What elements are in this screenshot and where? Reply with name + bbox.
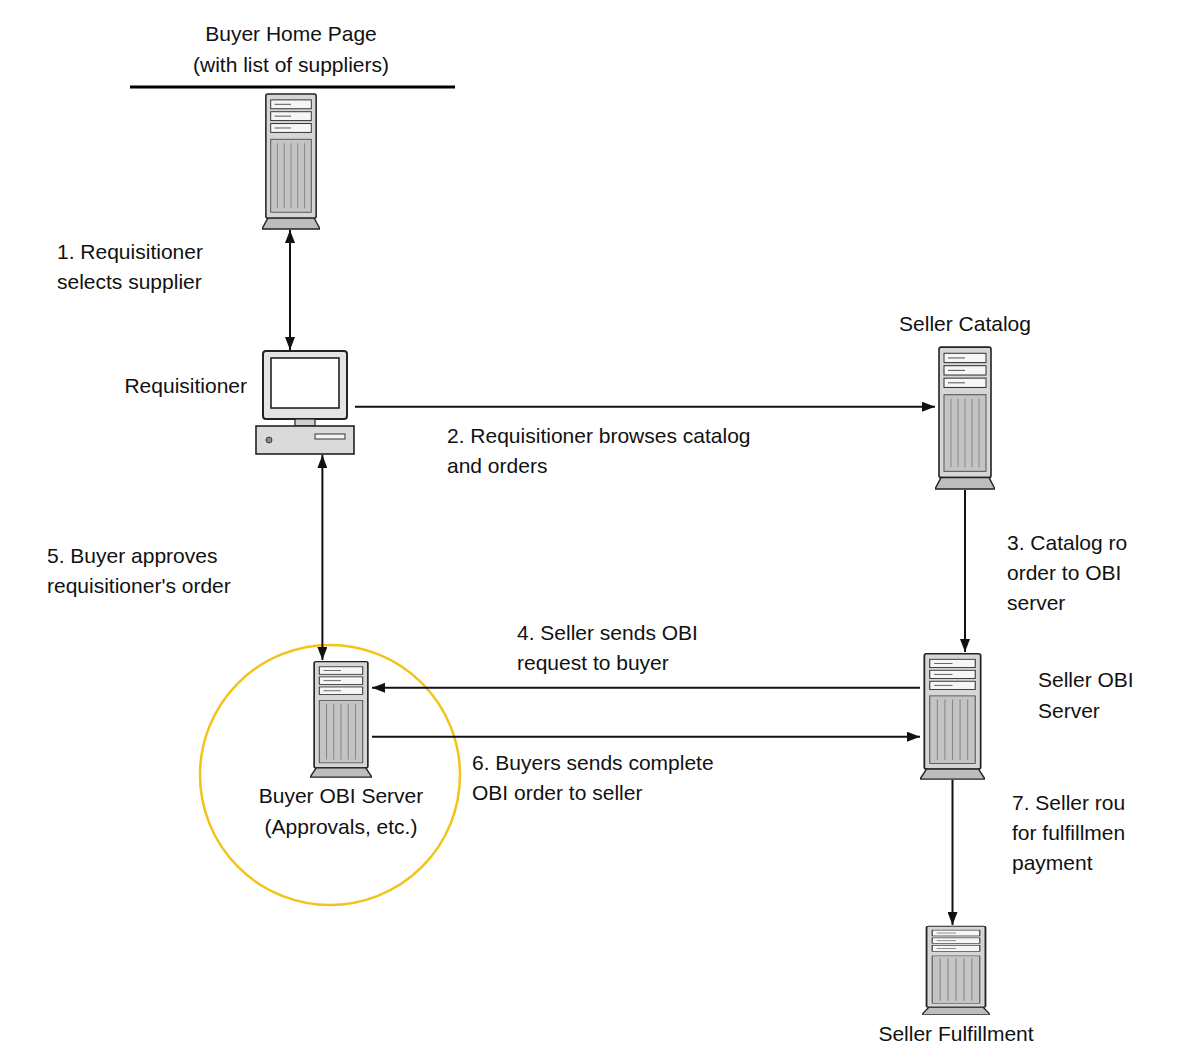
step-label: 7. Seller rou for fulfillmen payment <box>1010 788 1142 877</box>
server-node: Seller Fulfillment <box>922 925 990 1015</box>
server-icon <box>262 92 320 230</box>
server-node: Seller OBI Server <box>920 652 985 780</box>
connector-arrow <box>321 455 323 660</box>
connector-arrow <box>964 490 966 652</box>
connector-arrow <box>372 736 920 738</box>
computer-icon <box>255 350 355 455</box>
connector-arrow <box>952 780 954 925</box>
server-icon <box>922 925 990 1015</box>
connector-arrow <box>289 230 291 350</box>
node-label: Seller Catalog <box>899 308 1031 339</box>
step-label: 1. Requisitioner selects supplier <box>55 237 234 297</box>
node-label: Buyer OBI Server (Approvals, etc.) <box>254 780 429 842</box>
server-node: Buyer Home Page (with list of suppliers) <box>262 92 320 230</box>
connector-arrow <box>355 406 935 408</box>
node-label: Seller Fulfillment <box>878 1018 1033 1049</box>
server-icon <box>935 345 995 490</box>
server-node: Buyer OBI Server (Approvals, etc.) <box>310 660 372 778</box>
computer-node: Requisitioner <box>255 350 355 455</box>
node-label: Requisitioner <box>124 370 247 401</box>
connector-arrow <box>372 687 920 689</box>
node-label: Buyer Home Page (with list of suppliers) <box>189 18 394 80</box>
server-icon <box>310 660 372 778</box>
highlight-circle <box>200 645 460 905</box>
step-label: 3. Catalog ro order to OBI server <box>1005 528 1149 617</box>
step-label: 5. Buyer approves requisitioner's order <box>45 541 249 601</box>
server-icon <box>920 652 985 780</box>
node-label: Seller OBI Server <box>1038 664 1158 726</box>
step-label: 6. Buyers sends complete OBI order to se… <box>470 748 734 808</box>
title-underline <box>130 86 455 89</box>
step-label: 4. Seller sends OBI request to buyer <box>515 618 734 678</box>
server-node: Seller Catalog <box>935 345 995 490</box>
step-label: 2. Requisitioner browses catalog and ord… <box>445 421 769 481</box>
